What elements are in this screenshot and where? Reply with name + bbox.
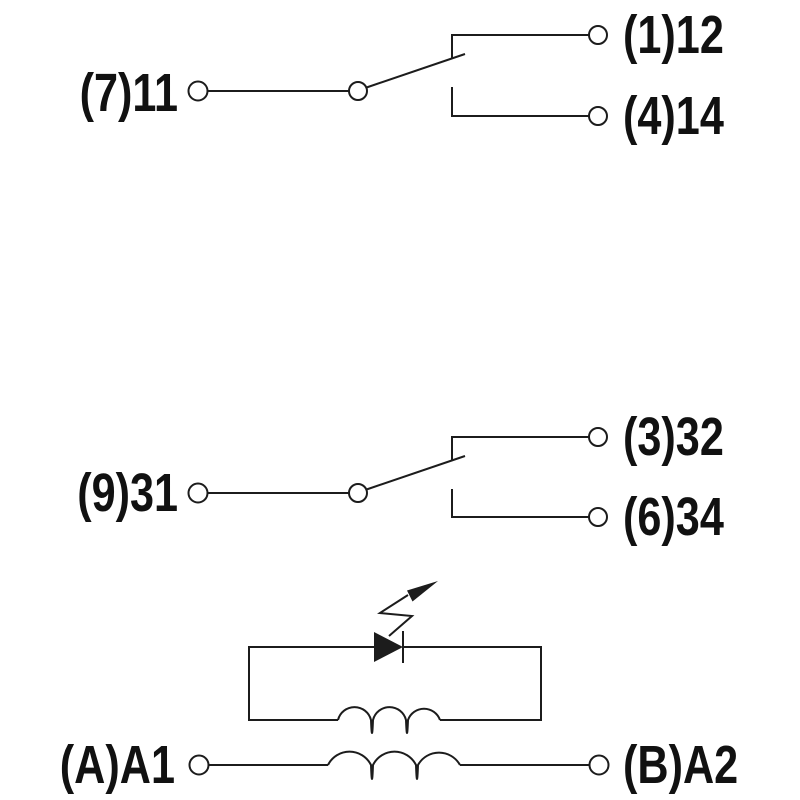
nc-contact-wire-32: [451, 436, 590, 460]
terminal-circle-32: [588, 427, 608, 447]
led-emission-arrowhead-icon: [407, 581, 438, 602]
contact1-no-label: (4)14: [623, 86, 724, 146]
terminal-circle-14: [588, 106, 608, 126]
branch-coil-winding-icon: [337, 706, 441, 734]
terminal-circle-31: [187, 482, 209, 504]
no-contact-wire-14: [451, 87, 590, 117]
terminal-circle-a1: [188, 754, 210, 776]
coil-a2-label: (B)A2: [623, 735, 739, 795]
contact2-common-label: (9)31: [77, 463, 178, 523]
contact2-nc-label: (3)32: [623, 407, 724, 467]
terminal-circle-34: [588, 507, 608, 527]
coil-winding-icon: [327, 750, 461, 780]
contact2-no-label: (6)34: [623, 487, 724, 547]
movable-contact-pivot: [348, 81, 368, 101]
no-contact-wire-34: [451, 489, 590, 518]
movable-contact-arm: [366, 455, 466, 491]
terminal-circle-11: [187, 80, 209, 102]
led-indicator-branch: [248, 581, 542, 734]
terminal-circle-a2: [588, 754, 610, 776]
nc-contact-wire-12: [451, 34, 590, 58]
coil-a1-label: (A)A1: [59, 735, 175, 795]
changeover-contact-2: [187, 427, 608, 527]
movable-contact-pivot: [348, 483, 368, 503]
terminal-circle-12: [588, 25, 608, 45]
coil-line: [188, 750, 610, 780]
contact1-common-label: (7)11: [79, 63, 178, 123]
changeover-contact-1: [187, 25, 608, 126]
branch-frame-left: [248, 646, 374, 721]
contact1-nc-label: (1)12: [623, 5, 724, 65]
branch-frame-right: [403, 646, 542, 721]
led-indicator-diode-icon: [374, 632, 403, 662]
led-emission-arrow-icon: [377, 594, 415, 637]
movable-contact-arm: [366, 53, 466, 89]
